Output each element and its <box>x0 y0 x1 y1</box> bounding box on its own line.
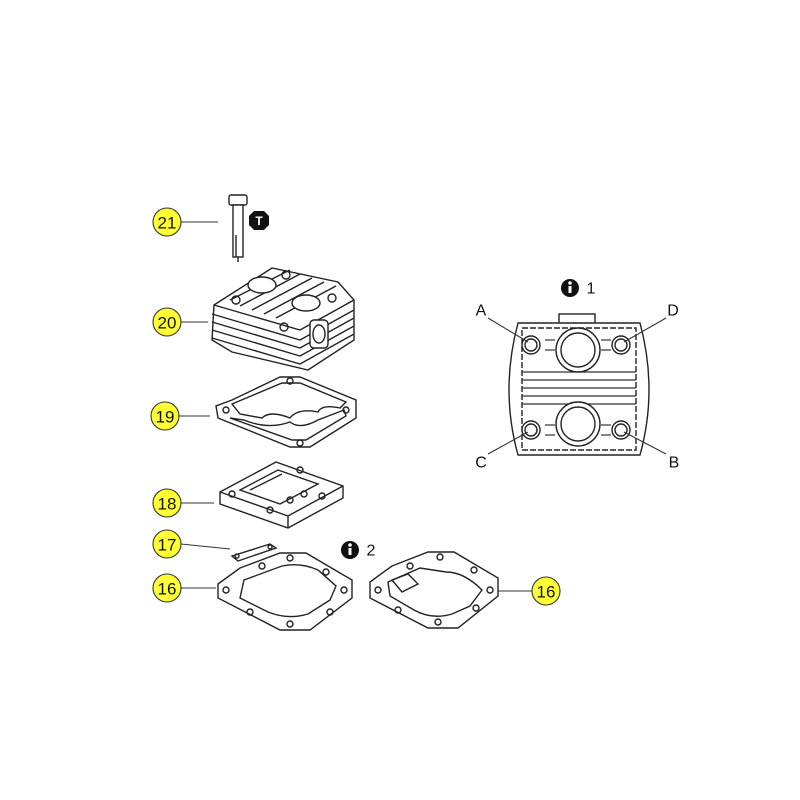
cylinder-head-part <box>211 267 355 371</box>
sequence-label-b: B <box>623 431 680 472</box>
callout-21[interactable]: 21 <box>152 207 218 237</box>
svg-text:T: T <box>255 214 263 228</box>
torque-icon: T <box>249 211 269 230</box>
callout-17[interactable]: 17 <box>152 529 231 559</box>
svg-text:1: 1 <box>587 281 596 298</box>
callout-20[interactable]: 20 <box>152 307 208 337</box>
callout-16-left-label: 16 <box>158 580 177 599</box>
bolt-part <box>228 194 248 262</box>
svg-text:D: D <box>667 303 679 320</box>
svg-text:A: A <box>476 303 487 320</box>
sequence-label-d: D <box>623 303 679 343</box>
svg-text:C: C <box>475 455 487 472</box>
info-note-1: 1 <box>561 279 596 298</box>
gasket-right-part <box>369 551 499 629</box>
info-note-2: 2 <box>341 541 376 560</box>
callout-16-right-label: 16 <box>537 583 556 602</box>
callout-19[interactable]: 19 <box>150 401 210 431</box>
callout-17-label: 17 <box>158 536 177 555</box>
gasket-left-part <box>217 552 353 631</box>
callout-16-left[interactable]: 16 <box>152 573 216 603</box>
svg-text:B: B <box>669 455 680 472</box>
sequence-label-a: A <box>476 303 529 343</box>
svg-text:2: 2 <box>367 543 376 560</box>
callout-18[interactable]: 18 <box>152 488 214 518</box>
callout-20-label: 20 <box>158 314 177 333</box>
callout-21-label: 21 <box>158 214 177 233</box>
sequence-label-c: C <box>475 431 529 472</box>
head-gasket-part <box>215 376 357 448</box>
callout-16-right[interactable]: 16 <box>497 576 561 606</box>
callout-18-label: 18 <box>158 495 177 514</box>
callout-19-label: 19 <box>156 408 175 427</box>
reed-valve-part <box>230 543 278 562</box>
valve-plate-part <box>219 461 344 529</box>
